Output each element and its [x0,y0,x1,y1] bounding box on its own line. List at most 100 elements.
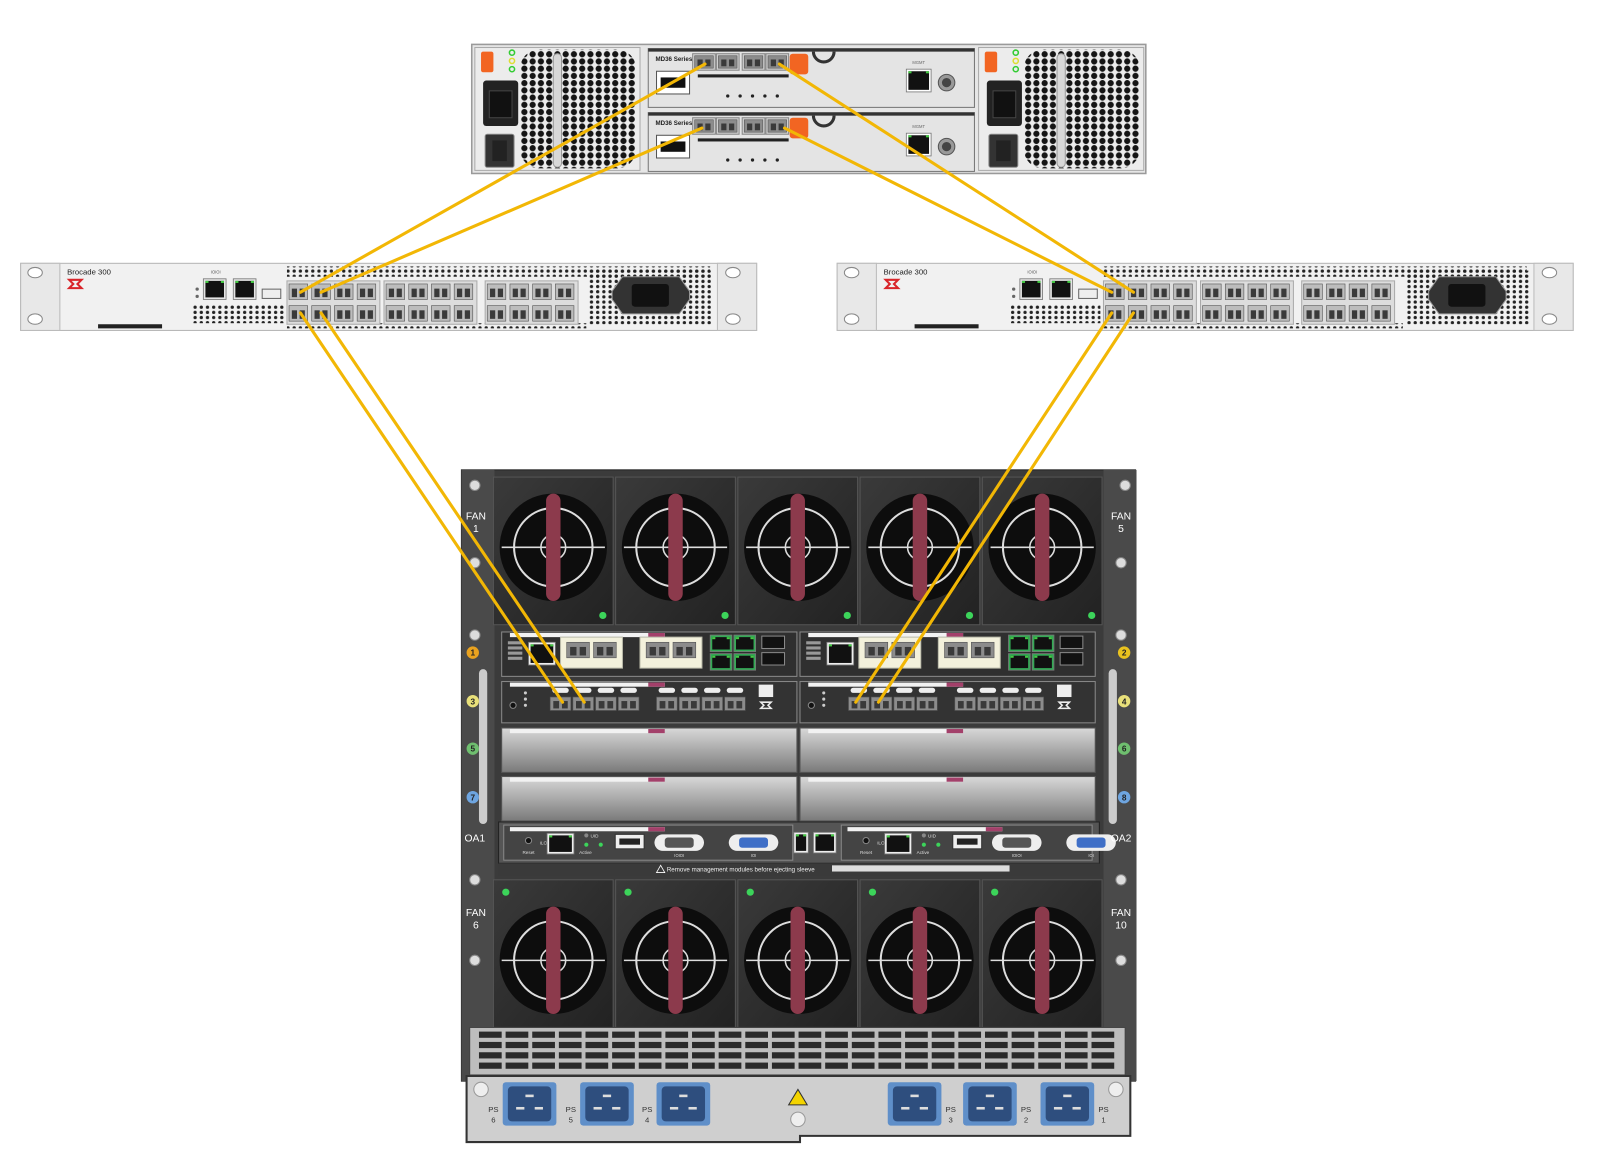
fc-port[interactable] [656,696,678,711]
fc-port[interactable] [334,283,354,300]
ethernet-port[interactable] [232,278,257,300]
module-pull-tab[interactable] [946,633,964,638]
power-supply-inlet[interactable]: PS4 [642,1082,711,1126]
fc-port[interactable] [1247,283,1267,300]
fc-port[interactable] [1224,305,1245,322]
ethernet-port[interactable] [826,641,855,666]
fibre-channel-cable[interactable] [298,62,707,294]
fc-port[interactable] [724,696,746,711]
thumbscrew[interactable] [1119,479,1131,492]
ethernet-port[interactable] [884,832,912,855]
module-pull-tab[interactable] [648,633,665,638]
fc-port[interactable] [408,305,428,322]
fan-module[interactable] [492,476,614,626]
fibre-channel-cable[interactable] [777,62,1135,294]
fc-port[interactable] [1326,305,1346,322]
module-pull-tab[interactable] [946,729,964,734]
fc-port[interactable] [1202,283,1222,300]
interconnect-module-1[interactable] [501,631,798,677]
fc-port[interactable] [870,696,893,711]
fc-port[interactable] [566,641,590,659]
reset-button[interactable] [509,701,517,709]
fc-port[interactable] [694,55,714,69]
module-pull-tab[interactable] [946,777,964,782]
fc-port[interactable] [532,305,552,322]
thumbscrew[interactable] [469,629,481,641]
controller-release-tab[interactable] [789,53,809,75]
uplink-port[interactable] [761,652,786,666]
fc-port[interactable] [1270,283,1290,300]
fc-port[interactable] [1202,305,1222,322]
power-supply-inlet[interactable]: PS2 [963,1082,1031,1126]
fan-release-bar[interactable] [546,493,561,601]
fc-port[interactable] [1150,305,1170,322]
fc-port[interactable] [1150,283,1170,300]
ethernet-port[interactable] [709,634,733,653]
fan-module[interactable] [859,879,981,1028]
fc-port[interactable] [767,119,787,133]
module-pull-tab[interactable] [648,729,665,734]
san-switch-module-4[interactable] [799,681,1096,724]
fc-port[interactable] [718,55,738,69]
ethernet-port[interactable] [1049,278,1073,300]
fc-port[interactable] [1348,305,1369,322]
thumbscrew[interactable] [1108,1081,1124,1098]
fc-port[interactable] [453,305,474,322]
fc-port[interactable] [1224,283,1245,300]
pull-tab[interactable] [98,324,163,329]
fc-port[interactable] [356,283,377,300]
fan-module[interactable] [492,879,614,1028]
fc-port[interactable] [385,305,405,322]
uplink-port[interactable] [1059,652,1084,666]
fc-port[interactable] [678,696,701,711]
ethernet-port[interactable] [1008,653,1031,671]
ethernet-port[interactable] [709,653,733,671]
fibre-channel-cable[interactable] [782,126,1114,294]
fc-port[interactable] [288,283,308,300]
fan-release-bar[interactable] [912,906,928,1015]
ethernet-port[interactable] [905,68,932,93]
fan-release-bar[interactable] [546,906,561,1015]
fan-release-bar[interactable] [790,493,805,601]
fc-port[interactable] [1348,283,1369,300]
fc-port[interactable] [618,696,640,711]
controller-latch-handle[interactable] [811,115,836,128]
release-tab[interactable] [481,51,494,73]
fan-module[interactable] [615,879,736,1028]
fc-port[interactable] [593,641,617,659]
fc-port[interactable] [848,696,870,711]
fc-port[interactable] [718,119,738,133]
fc-port[interactable] [532,283,552,300]
fan-module[interactable] [615,476,736,626]
release-tab[interactable] [984,51,998,73]
fc-port[interactable] [864,641,889,659]
sleeve-release-bar[interactable] [832,865,1010,872]
thumbscrew[interactable] [1115,629,1127,641]
interconnect-module-2[interactable] [799,631,1096,677]
fc-port[interactable] [486,305,507,322]
usb-port[interactable] [1078,288,1098,299]
reset-button[interactable] [807,701,815,709]
fc-port[interactable] [672,641,697,659]
module-pull-tab[interactable] [946,682,964,687]
fc-port[interactable] [1022,696,1044,711]
fc-port[interactable] [595,696,617,711]
fc-port[interactable] [1371,283,1391,300]
fan-module[interactable] [859,476,981,626]
fc-port[interactable] [1173,305,1193,322]
fc-port[interactable] [555,283,575,300]
ethernet-port[interactable] [733,653,757,671]
fc-port[interactable] [334,305,354,322]
fan-release-bar[interactable] [668,493,683,601]
fc-port[interactable] [977,696,999,711]
ethernet-port[interactable] [546,832,575,855]
usb-port[interactable] [261,288,282,299]
ethernet-port[interactable] [793,831,809,854]
fc-port[interactable] [1173,283,1193,300]
fan-module[interactable] [737,476,859,626]
fc-port[interactable] [509,283,529,300]
thumbscrew[interactable] [1115,954,1127,967]
fc-port[interactable] [453,283,474,300]
fc-port[interactable] [743,119,764,133]
psu-handle[interactable] [552,53,563,168]
